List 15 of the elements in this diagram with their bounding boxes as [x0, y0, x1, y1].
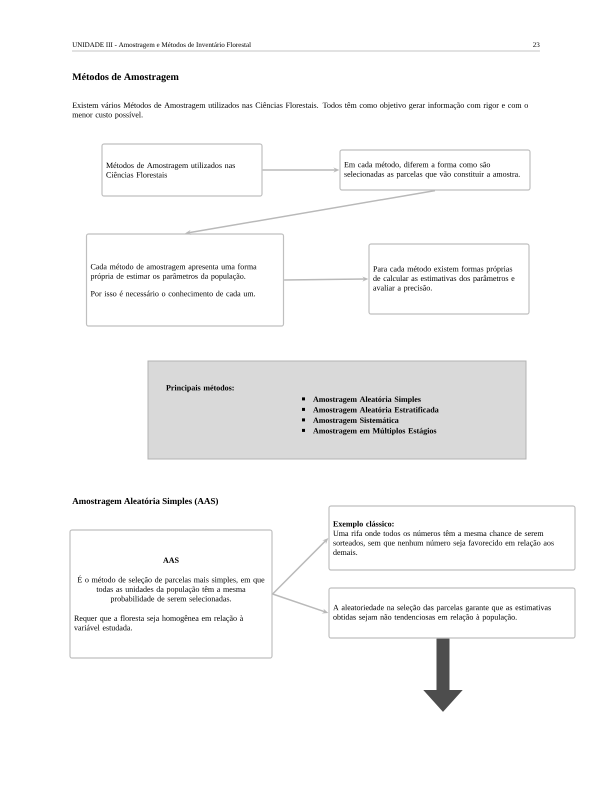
title: Métodos de Amostragem	[72, 73, 179, 82]
text-box: AAS É o método de seleção de parcelas mais simples, em que todas as unidades da população têm a mesma probabilidade de serem selecionadas. Requer que a floresta seja homogênea em relação à variável estudada.	[69, 529, 273, 659]
text-box: Em cada método, diferem a forma como são selecionadas as parcelas que vão constituir a amostra.	[339, 149, 531, 191]
text-box: Exemplo clássico: Uma rifa onde todos os números têm a mesma chance de serem sorteados, sem que nenhum número seja favorecido em relação aos demais.	[328, 505, 576, 571]
intro-paragraph: Existem vários Métodos de Amostragem utilizados nas Ciências Florestais. Todos têm como objetivo gerar informação com rigor e com o menor custo possível.	[72, 102, 528, 120]
text-box: Métodos de Amostragem utilizados nas Ciências Florestais	[101, 143, 263, 197]
list-item: Amostragem Aleatória Estratificada	[313, 406, 439, 414]
list-item: Amostragem Aleatória Simples	[313, 396, 421, 404]
text-box: A aleatoriedade na seleção das parcelas garante que as estimativas obtidas sejam não tendenciosas em relação à população.	[328, 587, 576, 639]
text-box: Para cada método existem formas próprias de calcular as estimativas dos parâmetros e avaliar a precisão.	[368, 243, 530, 315]
text-box: Cada método de amostragem apresenta uma forma própria de estimar os parâmetros da população. Por isso é necessário o conhecimento de cada um.	[86, 233, 284, 327]
section-heading: Amostragem Aleatória Simples (AAS)	[72, 498, 218, 506]
methods-panel: Principais métodos: Amostragem Aleatória Simples Amostragem Aleatória Estratificada Amostragem Sistemática Amostragem em Múltiplos Estágios	[148, 360, 526, 460]
list-item: Amostragem Sistemática	[313, 417, 399, 425]
list-item: Amostragem em Múltiplos Estágios	[313, 428, 436, 436]
